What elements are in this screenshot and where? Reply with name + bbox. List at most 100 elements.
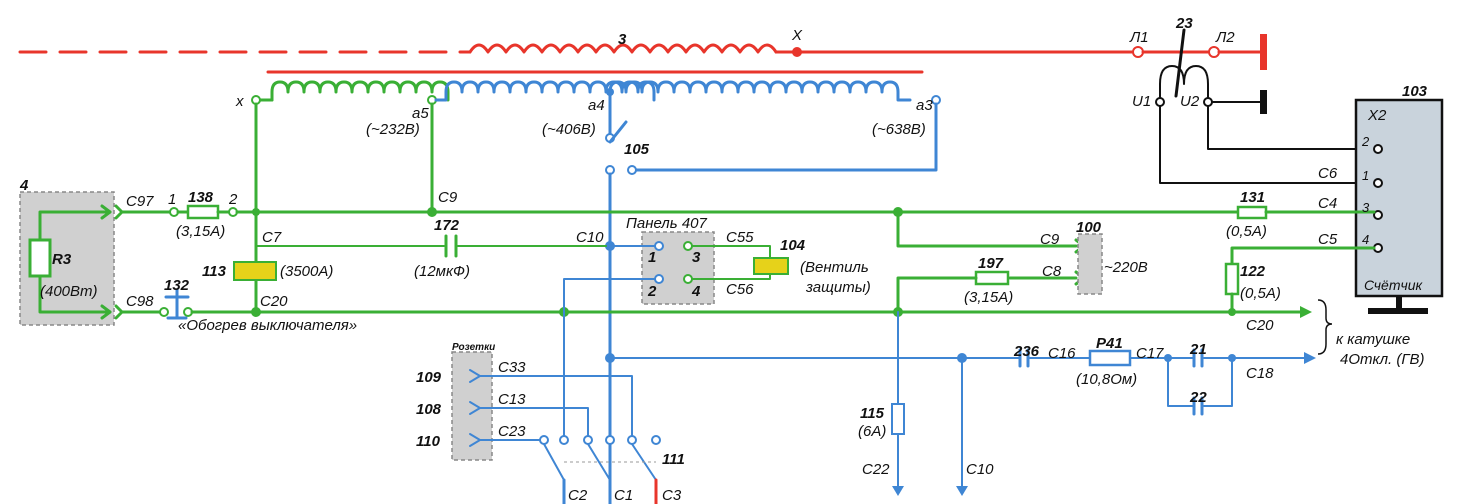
label-C10-top: C10 [576,229,604,246]
label-197: 197 [978,255,1004,272]
label-113-rating: (3500А) [280,263,333,280]
label-C23: C23 [498,423,526,440]
label-131-rating: (0,5А) [1226,223,1267,240]
label-23: 23 [1175,15,1193,32]
label-t2: 2 [228,191,238,208]
label-x: x [235,93,244,110]
label-L1: Л1 [1129,29,1149,46]
label-C9-top: C9 [438,189,458,206]
label-3: 3 [618,31,627,48]
label-a5: a5 [412,105,429,122]
label-4: 4 [19,177,29,194]
label-C13: C13 [498,391,526,408]
label-P41-value: (10,8Ом) [1076,371,1137,388]
label-R3-power: (400Вт) [40,283,98,300]
label-X: X [791,27,803,44]
meter-103 [1354,98,1444,314]
label-X2: X2 [1367,107,1387,124]
label-104: 104 [780,237,806,254]
primary-line [18,34,1267,74]
term-4: 4 [1362,232,1369,247]
label-C56: C56 [726,281,754,298]
blue-lower-circuits [611,311,1316,496]
label-a3-voltage: (~638В) [872,121,926,138]
label-ventil-1: (Вентиль [800,259,869,276]
label-R3: R3 [52,251,72,268]
label-138-rating: (3,15А) [176,223,225,240]
line-ground-bar [1260,34,1267,70]
label-C8: C8 [1042,263,1062,280]
label-172: 172 [434,217,460,234]
label-C5: C5 [1318,231,1338,248]
term-1: 1 [1362,168,1369,183]
label-U1: U1 [1132,93,1151,110]
sockets-panel [451,351,633,461]
label-122-rating: (0,5А) [1240,285,1281,302]
current-transformer-23 [1155,28,1375,184]
label-panel-407: Панель 407 [626,215,708,232]
label-138: 138 [188,189,214,206]
label-ventil-2: защиты) [805,279,871,296]
label-C2: C2 [568,487,588,504]
label-22: 22 [1189,389,1207,406]
label-C7: C7 [262,229,282,246]
label-115-rating: (6А) [858,423,886,440]
label-a4: a4 [588,97,605,114]
green-circuits [114,204,1376,320]
label-100: 100 [1076,219,1102,236]
ct-ground-bar [1260,90,1267,114]
label-C97: C97 [126,193,154,210]
label-C9-right: C9 [1040,231,1060,248]
label-P41: P41 [1096,335,1123,352]
label-a3: a3 [916,97,933,114]
label-C1: C1 [614,487,633,504]
label-U2: U2 [1180,93,1200,110]
label-103: 103 [1402,83,1428,100]
label-C20-left: C20 [260,293,288,310]
label-110: 110 [416,433,441,450]
label-C4: C4 [1318,195,1337,212]
meter-label: Счётчик [1364,277,1424,293]
label-L2: Л2 [1215,29,1235,46]
label-236: 236 [1013,343,1040,360]
term-3: 3 [1362,200,1370,215]
term-2: 2 [1361,134,1370,149]
label-C18: C18 [1246,365,1274,382]
label-C17: C17 [1136,345,1164,362]
label-105: 105 [624,141,650,158]
panel-407 [563,231,789,441]
label-C20-right: C20 [1246,317,1274,334]
label-C6: C6 [1318,165,1338,182]
label-coil-1: к катушке [1336,331,1410,348]
panel-term-4: 4 [691,283,701,300]
label-coil-2: 4Откл. (ГВ) [1340,351,1425,368]
bracket [1317,299,1333,355]
panel-term-3: 3 [692,249,701,266]
label-115: 115 [860,405,885,422]
label-a4-voltage: (~406В) [542,121,596,138]
label-a5-voltage: (~232В) [366,121,420,138]
label-t1: 1 [168,191,176,208]
switch-111 [543,435,661,504]
label-132: 132 [164,277,190,294]
label-108: 108 [416,401,442,418]
label-C33: C33 [498,359,526,376]
panel-100 [1077,233,1103,295]
label-172-capacity: (12мкФ) [414,263,470,280]
label-122: 122 [1240,263,1266,280]
label-131: 131 [1240,189,1265,206]
panel-term-2: 2 [647,283,657,300]
label-21: 21 [1189,341,1207,358]
label-109: 109 [416,369,442,386]
heater-panel-4 [19,191,115,326]
label-C10-bottom: C10 [966,461,994,478]
label-C3: C3 [662,487,682,504]
label-C22: C22 [862,461,890,478]
label-C16: C16 [1048,345,1076,362]
label-C55: C55 [726,229,754,246]
label-111: 111 [662,451,685,468]
label-197-rating: (3,15А) [964,289,1013,306]
label-220V: ~220В [1104,259,1148,276]
label-C98: C98 [126,293,154,310]
